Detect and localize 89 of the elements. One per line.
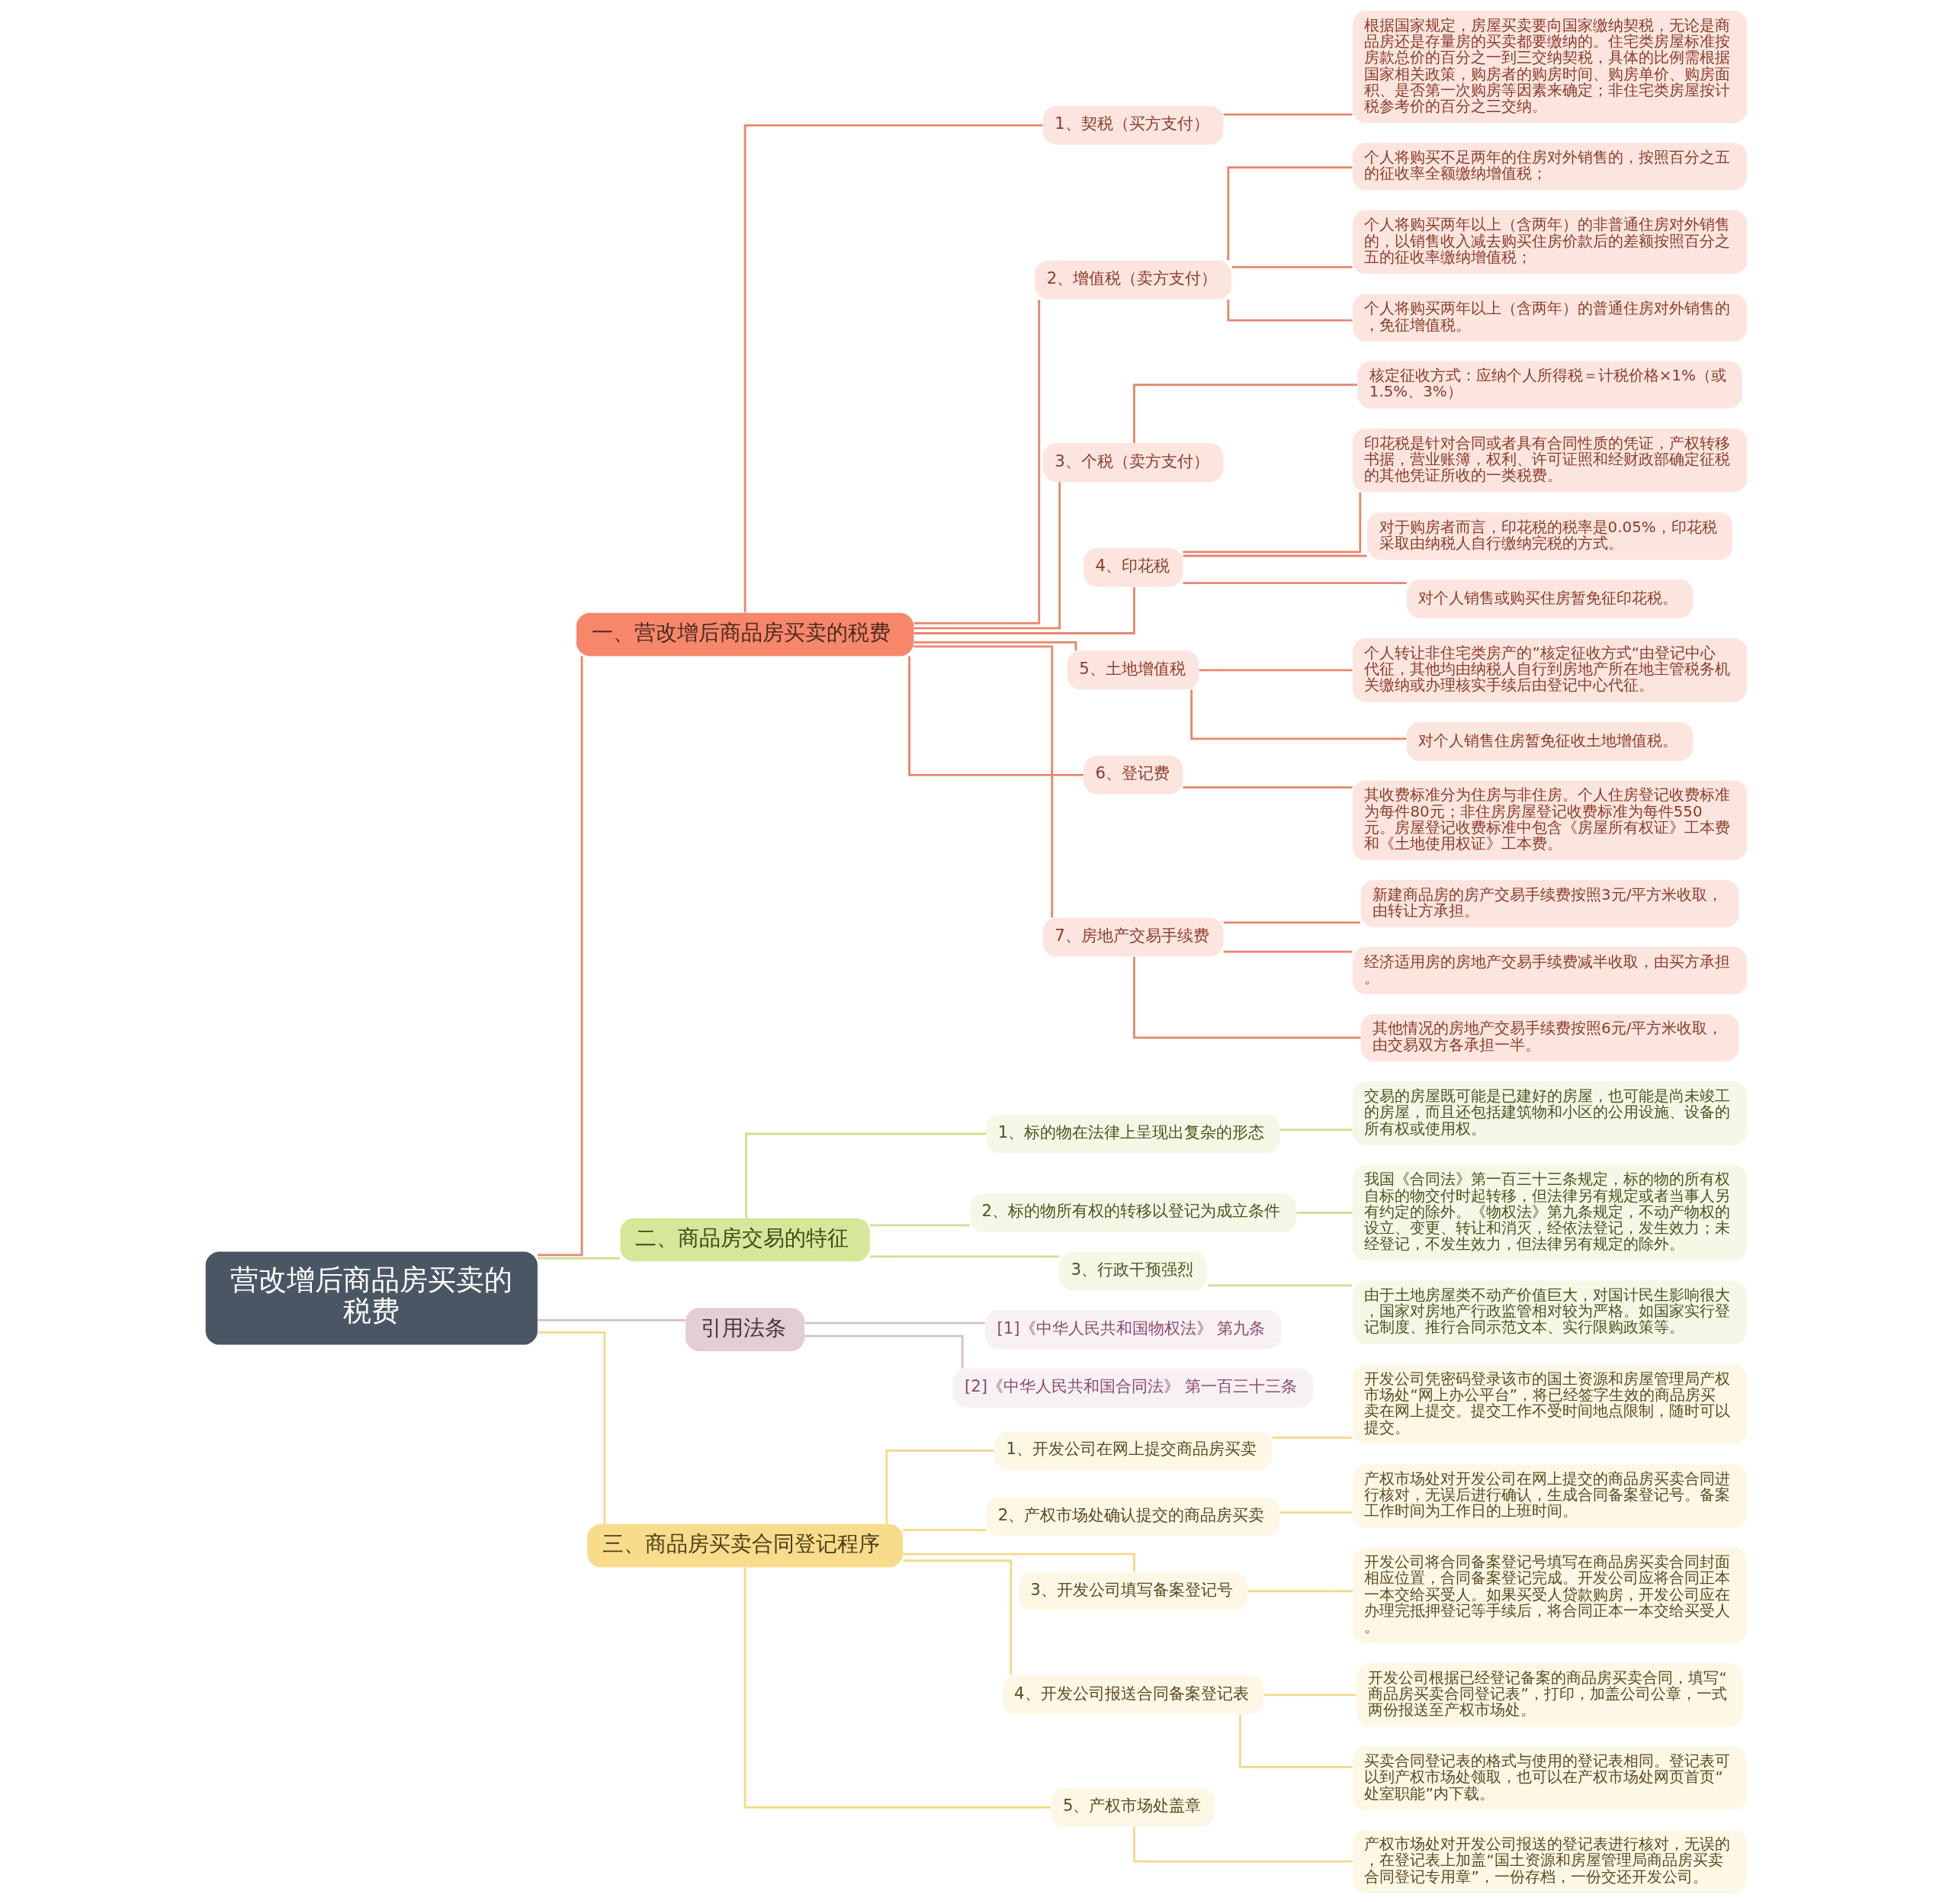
connector [913, 300, 1040, 624]
connector [1182, 554, 1366, 557]
connector [869, 1255, 1059, 1258]
node-box: 三、商品房买卖合同登记程序 [586, 1524, 903, 1568]
node-box: 开发公司根据已经登记备案的商品房买卖合同，填写“商品房买卖合同登记表”，打印，加盖公司公章，一式两份报送至产权市场处。 [1356, 1663, 1743, 1727]
connector [1231, 265, 1353, 268]
connector [1190, 689, 1406, 740]
connector [804, 1334, 963, 1369]
node-box: 开发公司凭密码登录该市的国土资源和房屋管理局产权市场处“网上办公平台”，将已经签字生效的商品房买卖在网上提交。提交工作不受时间地点限制，随时可以提交。 [1352, 1364, 1747, 1444]
connector [913, 645, 1053, 918]
node-box: 其收费标准分为住房与非住房。个人住房登记收费标准为每件80元；非住房房屋登记收费标准为每件550元。房屋登记收费标准中包含《房屋所有权证》工本费和《土地使用权证》工本费。 [1352, 780, 1747, 861]
node-box: 1、开发公司在网上提交商品房买卖 [994, 1430, 1272, 1470]
connector [1279, 1511, 1352, 1514]
connector [869, 1224, 970, 1227]
node-box: 个人将购买两年以上（含两年）的普通住房对外销售的，免征增值税。 [1352, 294, 1747, 342]
connector [1223, 921, 1360, 924]
node-box: 3、行政干预强烈 [1058, 1251, 1207, 1291]
node-box: 核定征收方式：应纳个人所得税＝计税价格×1%（或1.5%、3%） [1356, 361, 1742, 409]
connector [902, 1552, 1135, 1572]
node-box: [2]《中华人民共和国合同法》 第一百三十三条 [952, 1368, 1314, 1408]
connector [1226, 166, 1352, 261]
connector [743, 124, 1042, 613]
connector [1199, 669, 1352, 672]
node-box: 二、商品房交易的特征 [619, 1218, 870, 1262]
node-box: 5、土地增值税 [1067, 650, 1199, 690]
connector [1182, 492, 1361, 554]
connector [1132, 1826, 1353, 1863]
node-box: 3、开发公司填写备案登记号 [1018, 1572, 1247, 1611]
connector [1132, 384, 1357, 443]
node-box: 产权市场处对开发公司报送的登记表进行核对，无误的，在登记表上加盖“国土资源和房屋管理局商品房买卖合同登记专用章”，一份存档，一份交还开发公司。 [1352, 1829, 1747, 1893]
connector [1279, 1129, 1352, 1132]
node-box: 印花税是针对合同或者具有合同性质的凭证，产权转移书据，营业账簿，权利、许可证照和经财政部确定征税的其他凭证所收的一类税费。 [1352, 428, 1747, 493]
node-box: 6、登记费 [1083, 755, 1183, 795]
node-box: 1、契税（买方支付） [1042, 105, 1223, 145]
connector [902, 1529, 986, 1532]
node-box: 根据国家规定，房屋买卖要向国家缴纳契税，无论是商品房还是存量房的买卖都要缴纳的。住宅类房屋标准按房款总价的百分之一到三交纳契税，具体的比例需根据国家相关政策，购房者的购房时间、购房单价、购房面积、是否第一次购房等因素来确定；非住宅类房屋按计税参考价的百分之三交纳。 [1352, 11, 1747, 124]
connector [913, 482, 1061, 630]
connector [1226, 300, 1352, 322]
node-box: 引用法条 [685, 1308, 804, 1351]
node-box: 其他情况的房地产交易手续费按照6元/平方米收取，由交易双方各承担一半。 [1360, 1013, 1739, 1062]
connector [744, 1132, 986, 1218]
node-box: 7、房地产交易手续费 [1042, 917, 1223, 957]
connector [1132, 957, 1360, 1039]
node-box: [1]《中华人民共和国物权法》 第九条 [984, 1310, 1281, 1350]
node-box: 2、产权市场处确认提交的商品房买卖 [985, 1497, 1280, 1536]
node-box: 营改增后商品房买卖的税费 [205, 1251, 538, 1345]
node-box: 对于购房者而言，印花税的税率是0.05%，印花税采取由纳税人自行缴纳完税的方式。 [1366, 512, 1732, 560]
node-box: 产权市场处对开发公司在网上提交的商品房买卖合同进行核对，无误后进行确认，生成合同备案登记号。备案工作时间为工作日的上班时间。 [1352, 1464, 1747, 1528]
connector [804, 1321, 985, 1324]
connector [913, 641, 1077, 651]
connector [1263, 1694, 1356, 1697]
node-box: 3、个税（卖方支付） [1042, 443, 1223, 483]
node-box: 买卖合同登记表的格式与使用的登记表相同。登记表可以到产权市场处领取，也可以在产权市场处网页首页“处室职能”内下载。 [1352, 1746, 1747, 1810]
node-box: 我国《合同法》第一百三十三条规定，标的物的所有权自标的物交付时起转移，但法律另有规定或者当事人另有约定的除外。《物权法》第九条规定，不动产物权的设立、变更、转让和消灭，经依法登记，发生效力；未经登记，不发生效力，但法律另有规定的除外。 [1352, 1164, 1747, 1261]
node-box: 对个人销售或购买住房暂免征印花税。 [1406, 579, 1693, 618]
connector [913, 587, 1135, 634]
node-box: 4、印花税 [1083, 547, 1183, 587]
connector [884, 1450, 994, 1524]
node-box: 对个人销售住房暂免征收土地增值税。 [1406, 721, 1693, 761]
node-box: 由于土地房屋类不动产价值巨大，对国计民生影响很大，国家对房地产行政监管相对较为严格。如国家实行登记制度、推行合同示范文本、实行限购政策等。 [1352, 1280, 1747, 1344]
connector [1223, 113, 1352, 116]
node-box: 个人将购买不足两年的住房对外销售的，按照百分之五的征收率全额缴纳增值税； [1352, 143, 1747, 191]
node-box: 交易的房屋既可能是已建好的房屋，也可能是尚未竣工的房屋，而且还包括建筑物和小区的公用设施、设备的所有权或使用权。 [1352, 1081, 1747, 1145]
node-box: 新建商品房的房产交易手续费按照3元/平方米收取，由转让方承担。 [1360, 879, 1739, 928]
node-box: 5、产权市场处盖章 [1050, 1787, 1215, 1827]
connector [1182, 786, 1353, 789]
connector [537, 1331, 605, 1524]
connector [1271, 1437, 1353, 1439]
node-box: 4、开发公司报送合同备案登记表 [1002, 1675, 1264, 1715]
node-box: 一、营改增后商品房买卖的税费 [576, 612, 913, 657]
node-box: 个人将购买两年以上（含两年）的非普通住房对外销售的，以销售收入减去购买住房价款后的差额按照百分之五的征收率缴纳增值税； [1352, 210, 1747, 275]
node-box: 经济适用房的房地产交易手续费减半收取，由买方承担。 [1352, 946, 1747, 995]
connector [537, 656, 583, 1257]
connector [537, 1318, 685, 1321]
connector [903, 1559, 1012, 1676]
connector [1296, 1212, 1353, 1214]
connector [1182, 582, 1407, 585]
connector [743, 1567, 1051, 1809]
connector [1238, 1714, 1353, 1768]
node-box: 开发公司将合同备案登记号填写在商品房买卖合同封面相应位置，合同备案登记完成。开发公司应将合同正本一本交给买受人。如果买受人贷款购房，开发公司应在办理完抵押登记等手续后，将合同正本一本交给买受人。 [1352, 1547, 1747, 1644]
connector [907, 656, 1084, 776]
node-box: 个人转让非住宅类房产的”核定征收方式“由登记中心代征，其他均由纳税人自行到房地产所在地主管税务机关缴纳或办理核实手续后由登记中心代征。 [1352, 638, 1747, 702]
connector [1247, 1590, 1352, 1593]
node-box: 2、增值税（卖方支付） [1034, 260, 1231, 300]
connector [537, 1257, 620, 1260]
connector [1207, 1284, 1352, 1287]
connector [1223, 950, 1352, 953]
node-box: 2、标的物所有权的转移以登记为成立条件 [969, 1193, 1296, 1233]
node-box: 1、标的物在法律上呈现出复杂的形态 [985, 1114, 1280, 1154]
